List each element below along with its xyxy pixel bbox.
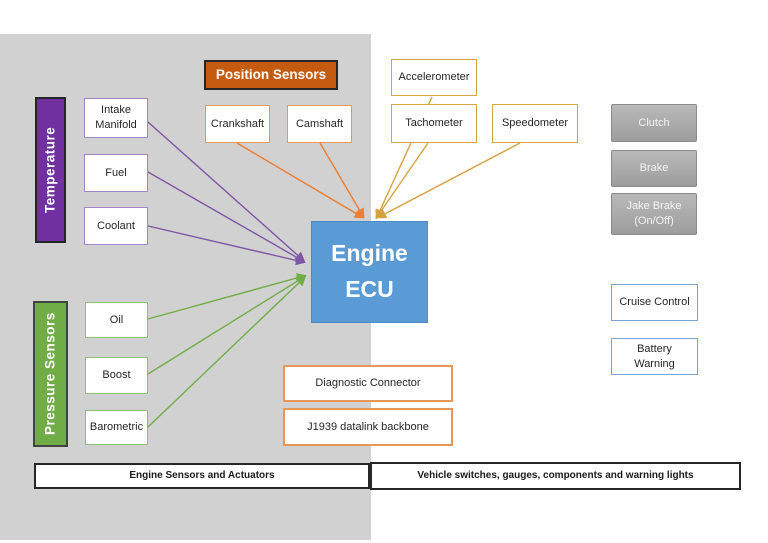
ecu-label-line1: Engine [331,240,408,267]
battery-warning-box: Battery Warning [611,338,698,375]
temperature-group-header: Temperature [35,97,66,243]
temperature-arrows [147,121,306,266]
switch-box-clutch: Clutch [611,104,697,142]
position-arrows [236,142,365,219]
sensor-box-crankshaft: Crankshaft [205,105,270,143]
sensor-box-boost: Boost [85,357,148,394]
gauge-box-speedometer: Speedometer [492,104,578,143]
footer-engine-sensors-label: Engine Sensors and Actuators [34,463,370,489]
sensor-box-fuel: Fuel [84,154,148,192]
cruise-control-box: Cruise Control [611,284,698,321]
switch-box-brake: Brake [611,150,697,187]
switch-box-jake-brake: Jake Brake (On/Off) [611,193,697,235]
pressure-sensors-header: Pressure Sensors [33,301,68,447]
gauge-box-accelerometer: Accelerometer [391,59,477,96]
sensor-box-barometric: Barometric [85,410,148,445]
pressure-arrows [147,273,307,428]
footer-vehicle-switches-label: Vehicle switches, gauges, components and… [370,462,741,490]
sensor-box-coolant: Coolant [84,207,148,245]
sensor-box-intake-manifold: Intake Manifold [84,98,148,138]
ecu-label-line2: ECU [345,276,394,302]
engine-ecu-box: Engine ECU [311,221,428,323]
gauge-box-tachometer: Tachometer [391,104,477,143]
sensor-box-camshaft: Camshaft [287,105,352,143]
diagnostic-connector-box: Diagnostic Connector [283,365,453,402]
sensor-box-oil: Oil [85,302,148,338]
j1939-backbone-box: J1939 datalink backbone [283,408,453,446]
position-sensors-header: Position Sensors [204,60,338,90]
